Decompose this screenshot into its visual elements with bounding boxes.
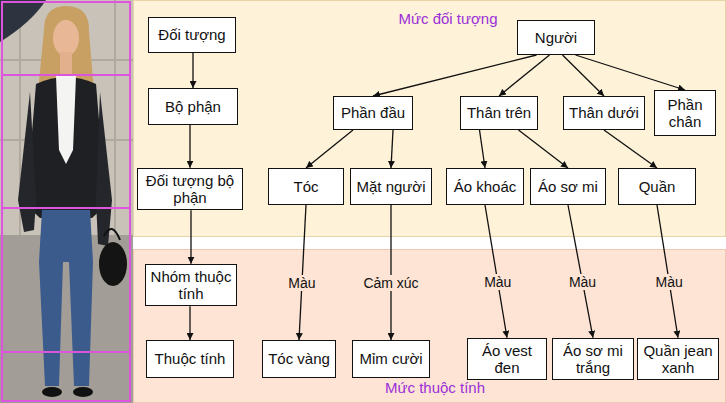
arrow-connector — [576, 55, 686, 90]
jeans — [39, 210, 93, 386]
node-text: Tóc — [293, 178, 318, 195]
arrow-connector — [190, 210, 191, 264]
node-text: Áo khoác — [454, 178, 517, 195]
concept-box: Bộ phận — [148, 88, 238, 125]
right-shoe — [73, 387, 93, 397]
concept-box: Áo vest đen — [467, 338, 547, 381]
concept-box: Phần chân — [654, 90, 716, 136]
handbag — [99, 242, 127, 286]
node-text: Thuộc tính — [155, 350, 226, 367]
face — [53, 20, 79, 56]
node-text: Bộ phận — [165, 98, 221, 115]
edge-label: Màu — [653, 274, 686, 290]
concept-box: Tóc vàng — [262, 340, 336, 378]
concept-box: Mặt người — [350, 168, 432, 205]
concept-box: Đối tượng bộ phận — [137, 168, 243, 211]
edge-label: Màu — [566, 274, 599, 290]
shirt — [56, 74, 76, 164]
arrow-connector — [519, 130, 569, 168]
concept-box: Áo khoác — [446, 168, 524, 205]
edge-label: Màu — [285, 275, 318, 291]
node-text: Nhóm thuộc tính — [150, 268, 232, 303]
arrow-connector — [189, 306, 190, 340]
node-text: Phần chân — [659, 96, 711, 131]
node-text: Phần đầu — [341, 104, 405, 121]
arrow-connector — [391, 130, 393, 168]
bag-strap — [104, 229, 120, 240]
arrow-connector — [604, 130, 657, 168]
arrow-connector — [657, 205, 678, 338]
node-text: Mặt người — [356, 178, 425, 195]
node-text: Đối tượng — [158, 26, 225, 43]
node-text: Quần — [639, 178, 676, 195]
level-band: Mức thuộc tính Nhóm thuộc tínhThuộc tính T… — [133, 249, 726, 403]
concept-box: Nhóm thuộc tính — [145, 264, 237, 307]
node-text: Thân trên — [467, 104, 531, 121]
concept-box: Thuộc tính — [146, 340, 234, 378]
arrow-connector — [480, 130, 486, 168]
arrow-connector — [306, 130, 353, 168]
node-text: Mỉm cười — [359, 350, 422, 367]
part-frames — [2, 2, 130, 401]
concept-box: Áo sơ mi trắng — [552, 338, 634, 381]
umbrella — [0, 0, 46, 42]
node-text: Đối tượng bộ phận — [142, 172, 238, 207]
arrow-connector — [373, 55, 537, 96]
concept-box: Thân dưới — [563, 96, 645, 130]
node-text: Quần jean xanh — [642, 342, 714, 377]
arrow-connector — [499, 55, 550, 96]
concept-box: Phần đầu — [333, 96, 413, 130]
concept-box: Người — [517, 20, 595, 55]
left-arm — [18, 92, 36, 232]
node-text: Áo vest đen — [472, 342, 542, 377]
arrow-connector — [568, 205, 593, 338]
arrow-connector — [299, 205, 306, 340]
concept-box: Áo sơ mi — [530, 168, 606, 205]
level-band: Mức đối tượngĐối tượng Bộ phậnĐối tượng b… — [133, 0, 726, 237]
concept-box: Quần jean xanh — [637, 338, 719, 381]
band-title: Mức đối tượng — [398, 10, 497, 27]
building-lines — [0, 0, 133, 235]
edge-label: Cảm xúc — [360, 275, 421, 291]
arrow-connector — [189, 125, 190, 168]
edge-label: Màu — [481, 274, 514, 290]
arrow-connector — [485, 205, 507, 338]
concept-box: Tóc — [268, 168, 344, 205]
node-text: Thân dưới — [569, 104, 639, 121]
building-wall — [0, 0, 133, 235]
concept-box: Mỉm cười — [352, 340, 430, 378]
arrow-connector — [390, 205, 391, 340]
right-arm — [96, 92, 112, 246]
node-text: Áo sơ mi trắng — [557, 342, 629, 377]
band-title: Mức thuộc tính — [385, 379, 485, 396]
neck — [60, 52, 72, 74]
arrow-connector — [192, 53, 193, 88]
left-shoe — [42, 387, 62, 397]
concept-box: Đối tượng — [148, 17, 236, 53]
street-ground — [0, 0, 133, 403]
node-text: Người — [535, 29, 577, 46]
concept-box: Thân trên — [460, 96, 538, 130]
node-text: Áo sơ mi — [538, 178, 598, 195]
concept-box: Quần — [618, 168, 696, 205]
node-text: Tóc vàng — [268, 350, 330, 367]
arrow-connector — [563, 55, 605, 96]
